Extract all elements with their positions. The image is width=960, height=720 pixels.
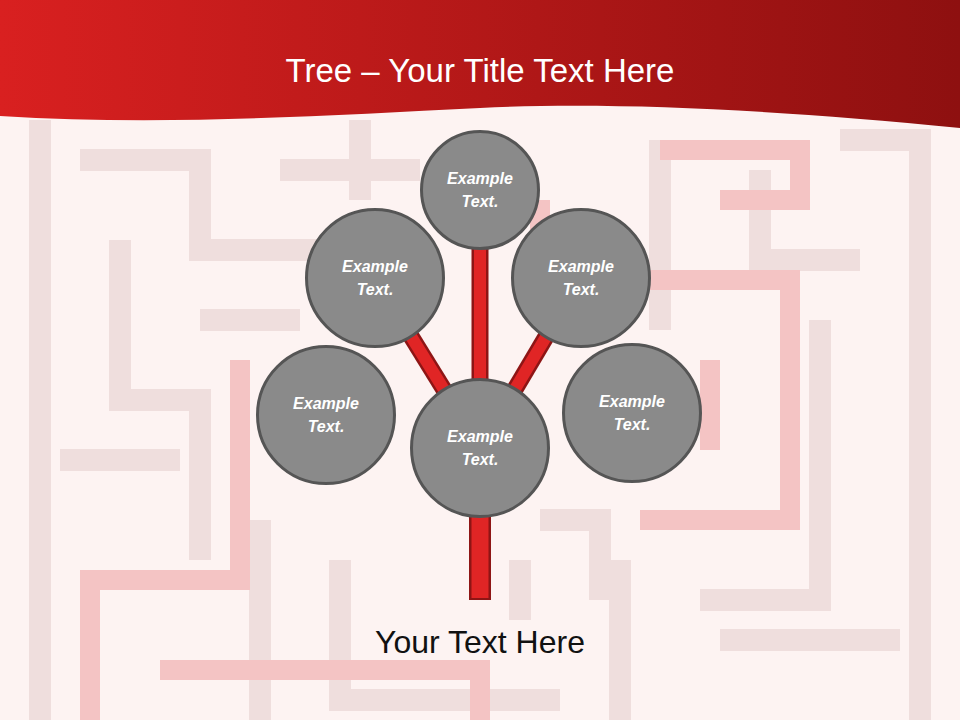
circle-text: Example Text. (587, 390, 677, 436)
tree-branch (480, 248, 481, 380)
circle-text: Example Text. (536, 255, 626, 301)
tree-branch (411, 336, 445, 390)
tree-circle: Example Text. (420, 130, 540, 250)
circle-shape (305, 208, 445, 348)
circle-shape (410, 378, 550, 518)
circle-text: Example Text. (442, 167, 519, 213)
circle-text: Example Text. (330, 255, 420, 301)
tree-circle: Example Text. (562, 343, 702, 483)
tree-branch (515, 336, 547, 389)
circle-shape (511, 208, 651, 348)
tree-circle: Example Text. (410, 378, 550, 518)
slide-title: Tree – Your Title Text Here (0, 52, 960, 90)
tree-circle: Example Text. (256, 345, 396, 485)
circle-shape (256, 345, 396, 485)
tree-trunk (480, 512, 481, 600)
circle-shape (562, 343, 702, 483)
slide-caption: Your Text Here (0, 624, 960, 661)
circle-text: Example Text. (281, 392, 371, 438)
circle-shape (420, 130, 540, 250)
tree-circle: Example Text. (511, 208, 651, 348)
circle-text: Example Text. (435, 425, 525, 471)
tree-circle: Example Text. (305, 208, 445, 348)
